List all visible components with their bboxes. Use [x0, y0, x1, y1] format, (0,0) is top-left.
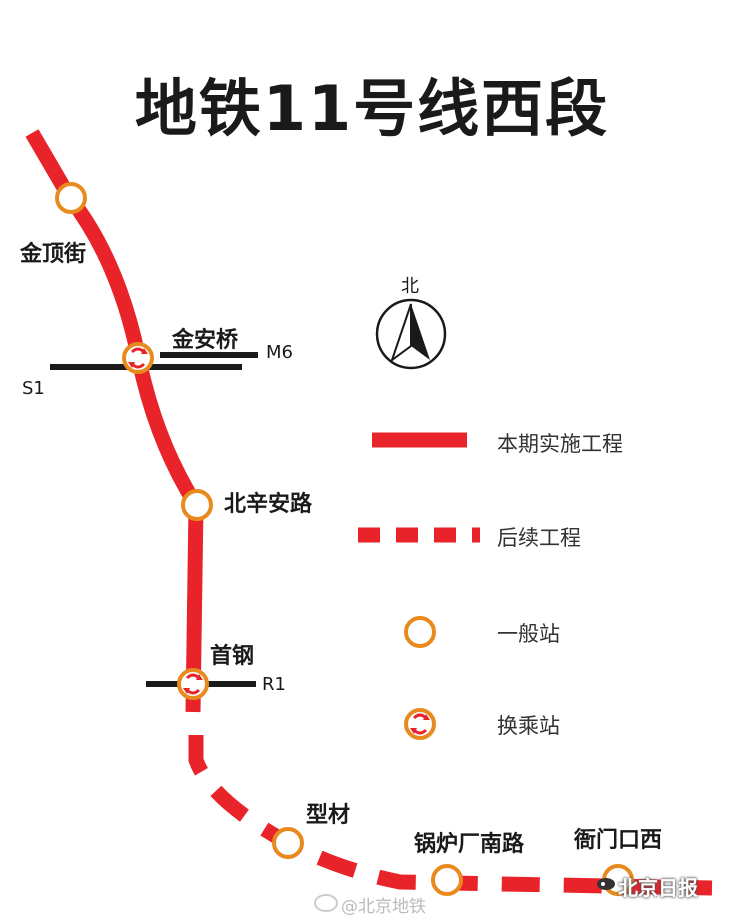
- transfer-arrows-icon: [183, 673, 203, 695]
- legend-current-phase-label: 本期实施工程: [497, 432, 623, 456]
- station-beixinanlu: [181, 489, 213, 521]
- map-title: 地铁11号线西段: [134, 72, 610, 145]
- label-line-m6: M6: [266, 342, 293, 363]
- legend-regular-station-label: 一般站: [497, 622, 560, 646]
- station-shougang-transfer: [177, 668, 209, 700]
- label-beixinanlu: 北辛安路: [224, 492, 313, 517]
- transfer-arrows-icon: [128, 347, 148, 369]
- weibo-logo-icon: [314, 894, 338, 912]
- compass-label: 北: [401, 276, 419, 297]
- label-hengmenkouxi: 衙门口西: [574, 828, 663, 853]
- weibo-watermark: @北京地铁: [341, 897, 426, 917]
- label-guoluchangnanlu: 锅炉厂南路: [414, 832, 525, 857]
- label-shougang: 首钢: [210, 644, 255, 669]
- legend-transfer-station-label: 换乘站: [497, 714, 560, 738]
- newspaper-logo-icon: [597, 878, 615, 890]
- newspaper-watermark: 北京日报: [618, 876, 698, 900]
- legend-future-label: 后续工程: [497, 526, 581, 550]
- label-line-s1: S1: [22, 378, 45, 399]
- label-jindingjie: 金顶街: [20, 242, 87, 267]
- legend-transfer-station-icon: [404, 708, 436, 740]
- legend-regular-station-icon: [404, 616, 436, 648]
- line-11-future: [188, 735, 713, 896]
- station-xingcai: [272, 827, 304, 859]
- label-line-r1: R1: [262, 674, 286, 695]
- station-guoluchangnanlu: [431, 864, 463, 896]
- label-jinanqiao: 金安桥: [172, 328, 239, 353]
- north-arrow-icon: [375, 298, 447, 370]
- station-jinanqiao-transfer: [122, 342, 154, 374]
- line-11-current-phase: [25, 129, 204, 713]
- label-xingcai: 型材: [306, 803, 351, 828]
- station-jindingjie: [55, 182, 87, 214]
